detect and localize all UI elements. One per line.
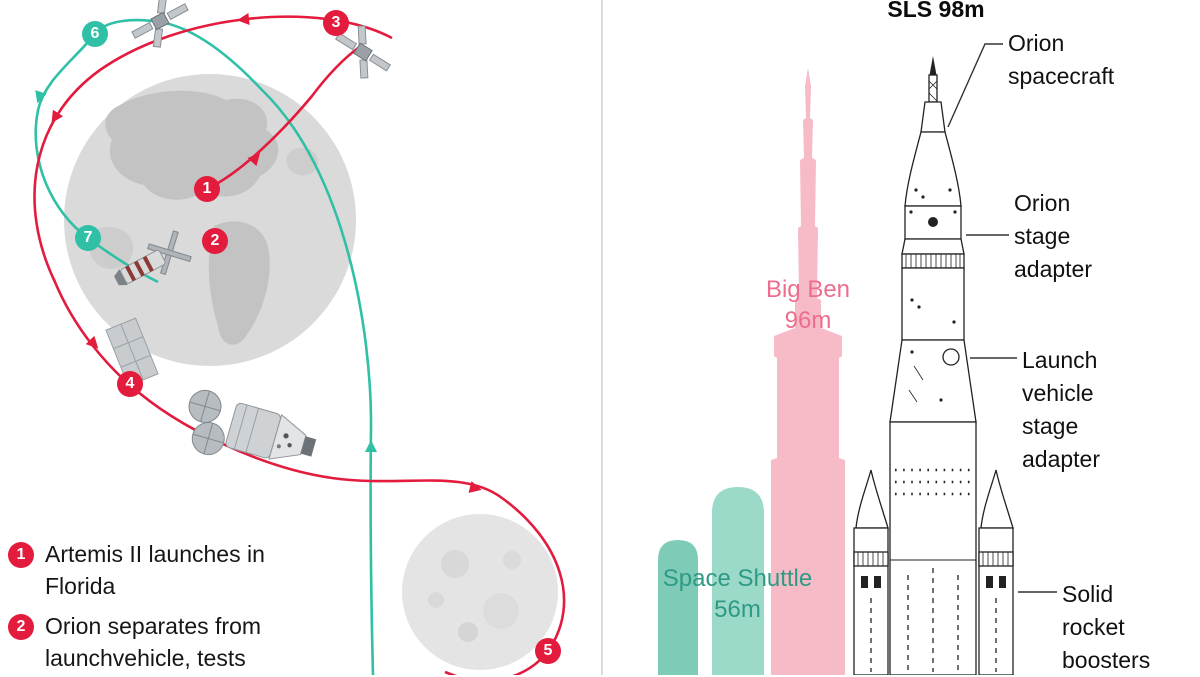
outbound-trajectory-path: [33, 15, 566, 675]
label-orion-spacecraft: Orion spacecraft: [1008, 30, 1115, 89]
legend-text-2: Orion separates from launchvehicle, test…: [45, 613, 262, 671]
solid-rocket-booster-left: [853, 469, 889, 675]
launch-vehicle-icon: [114, 230, 192, 286]
return-trajectory-path: [34, 18, 375, 675]
label-launch-vehicle-stage-adapter: Launch vehicle stage adapter: [1022, 347, 1101, 472]
satellite-icon-top-right: [335, 25, 391, 79]
moon-illustration: [402, 514, 558, 670]
waypoint-marker-1: 1: [194, 176, 220, 202]
satellite-icon-top-left: [131, 0, 189, 48]
sls-rocket-diagram: [889, 56, 977, 675]
bigben-name: Big Ben: [765, 276, 851, 303]
legend-text-1: Artemis II launches in Florida: [45, 541, 265, 599]
space-shuttle-silhouette: [658, 487, 764, 675]
label-orion-stage-adapter: Orion stage adapter: [1014, 190, 1093, 282]
waypoint-marker-3: 3: [323, 10, 349, 36]
label-pointer-lines: [947, 43, 1057, 593]
legend-marker-2: 2: [8, 614, 34, 640]
shuttle-height: 56m: [714, 596, 761, 623]
orion-capsule-icon: [188, 389, 317, 460]
bigben-label: Big Ben 96m: [736, 274, 880, 336]
solar-panel-icon: [105, 317, 159, 387]
shuttle-name: Space Shuttle: [662, 565, 813, 592]
shuttle-label: Space Shuttle 56m: [645, 563, 830, 625]
earth-illustration: [64, 74, 356, 366]
panel-divider: [601, 0, 603, 675]
bigben-height: 96m: [784, 307, 832, 334]
legend-item-2: 2 Orion separates from launchvehicle, te…: [8, 610, 308, 674]
outbound-trajectory-arrows: [51, 13, 482, 493]
legend-item-1: 1 Artemis II launches in Florida: [8, 538, 288, 602]
waypoint-marker-4: 4: [117, 371, 143, 397]
waypoint-marker-6: 6: [82, 21, 108, 47]
solid-rocket-booster-right: [978, 469, 1014, 675]
label-solid-rocket-boosters: Solid rocket boosters: [1062, 581, 1151, 673]
big-ben-silhouette: [771, 68, 845, 675]
return-trajectory-arrows: [35, 90, 377, 452]
waypoint-marker-5: 5: [535, 638, 561, 664]
sls-height-title: SLS 98m: [887, 0, 985, 22]
legend-marker-1: 1: [8, 542, 34, 568]
waypoint-marker-7: 7: [75, 225, 101, 251]
waypoint-marker-2: 2: [202, 228, 228, 254]
